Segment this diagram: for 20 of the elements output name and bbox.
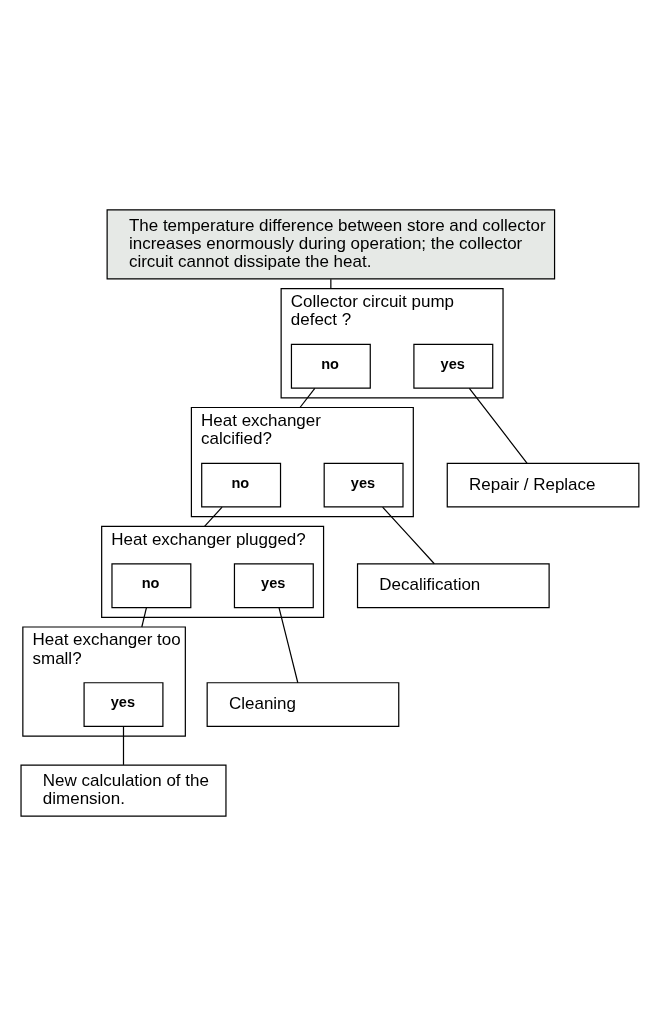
node-box: yes (233, 563, 314, 609)
node-box: Repair / Replace (446, 462, 640, 508)
node-box: yes (83, 682, 164, 728)
node-box: The temperature difference between store and collector increases enormously during operation; the collector circuit cannot dissipate the heat. (106, 209, 556, 280)
connector (468, 387, 528, 464)
node-box: New calculation of the dimension. (20, 764, 227, 817)
node-box: no (290, 343, 371, 389)
node-box: yes (323, 462, 404, 508)
connector (203, 506, 223, 527)
node-box: no (111, 563, 192, 609)
connector (382, 506, 435, 565)
connector (141, 607, 147, 628)
connector (278, 607, 299, 684)
node-box: Cleaning (206, 682, 400, 728)
connector (122, 725, 125, 766)
connector (330, 278, 332, 290)
node-box: Decalification (356, 563, 550, 609)
node-box: yes (413, 343, 494, 389)
node-box: no (201, 462, 282, 508)
connector (299, 387, 316, 409)
